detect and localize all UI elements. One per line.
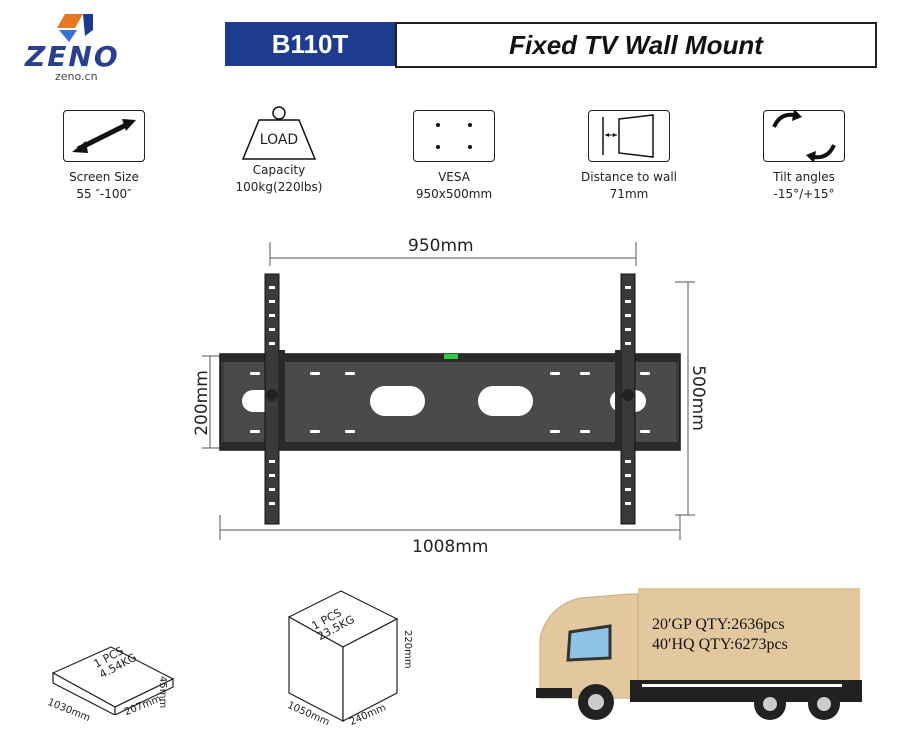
zeno-logo-icon: [57, 14, 93, 42]
shipping-info: 20′GP QTY:2636pcs 40′HQ QTY:6273pcs: [652, 616, 788, 654]
spec-distance: Distance to wall 71mm: [569, 110, 689, 201]
brand-website: zeno.cn: [55, 70, 98, 83]
spec-label: VESA: [438, 170, 470, 184]
dimension-left: 200mm: [192, 370, 212, 436]
brand-logo-text: ZENO: [25, 40, 120, 73]
spec-tilt: Tilt angles -15°/+15°: [744, 109, 864, 201]
dimension-right: 500mm: [688, 365, 708, 431]
package-box-small-icon: [51, 646, 175, 715]
spec-label: Distance to wall: [581, 170, 677, 184]
spec-value: 55 ″-100″: [76, 187, 132, 201]
spec-value: 950x500mm: [415, 187, 493, 201]
spec-value: -15°/+15°: [773, 187, 835, 201]
spec-capacity: LOAD Capacity 100kg(220lbs): [219, 104, 339, 194]
load-weight-icon: LOAD: [239, 104, 319, 160]
package-2-height: 220mm: [402, 630, 413, 669]
arrow-diagonal-icon: [63, 110, 145, 162]
package-box-large-icon: [287, 590, 399, 722]
spec-label: Capacity: [252, 163, 306, 177]
dimension-bottom: 1008mm: [412, 537, 489, 557]
truck-icon: [536, 588, 862, 720]
wall-distance-icon: [588, 110, 670, 162]
spec-label: Screen Size: [69, 170, 139, 184]
spec-value: 100kg(220lbs): [235, 180, 323, 194]
spec-label: Tilt angles: [773, 170, 835, 184]
page-title: Fixed TV Wall Mount: [395, 22, 877, 68]
spec-vesa: VESA 950x500mm: [394, 110, 514, 201]
package-1-height: 45mm: [157, 676, 168, 709]
wall-mount-drawing: [202, 242, 695, 540]
tilt-arrows-icon: [763, 109, 845, 163]
shipping-20gp: 20′GP QTY:2636pcs: [652, 616, 785, 633]
model-badge: B110T: [225, 22, 395, 66]
spec-value: 71mm: [609, 187, 649, 201]
bubble-level-icon: [444, 354, 458, 359]
dimension-top: 950mm: [408, 236, 474, 256]
vesa-holes-icon: [413, 110, 495, 162]
shipping-40hq: 40′HQ QTY:6273pcs: [652, 636, 788, 653]
spec-screen-size: Screen Size 55 ″-100″: [44, 110, 164, 201]
load-icon-text: LOAD: [259, 132, 299, 148]
